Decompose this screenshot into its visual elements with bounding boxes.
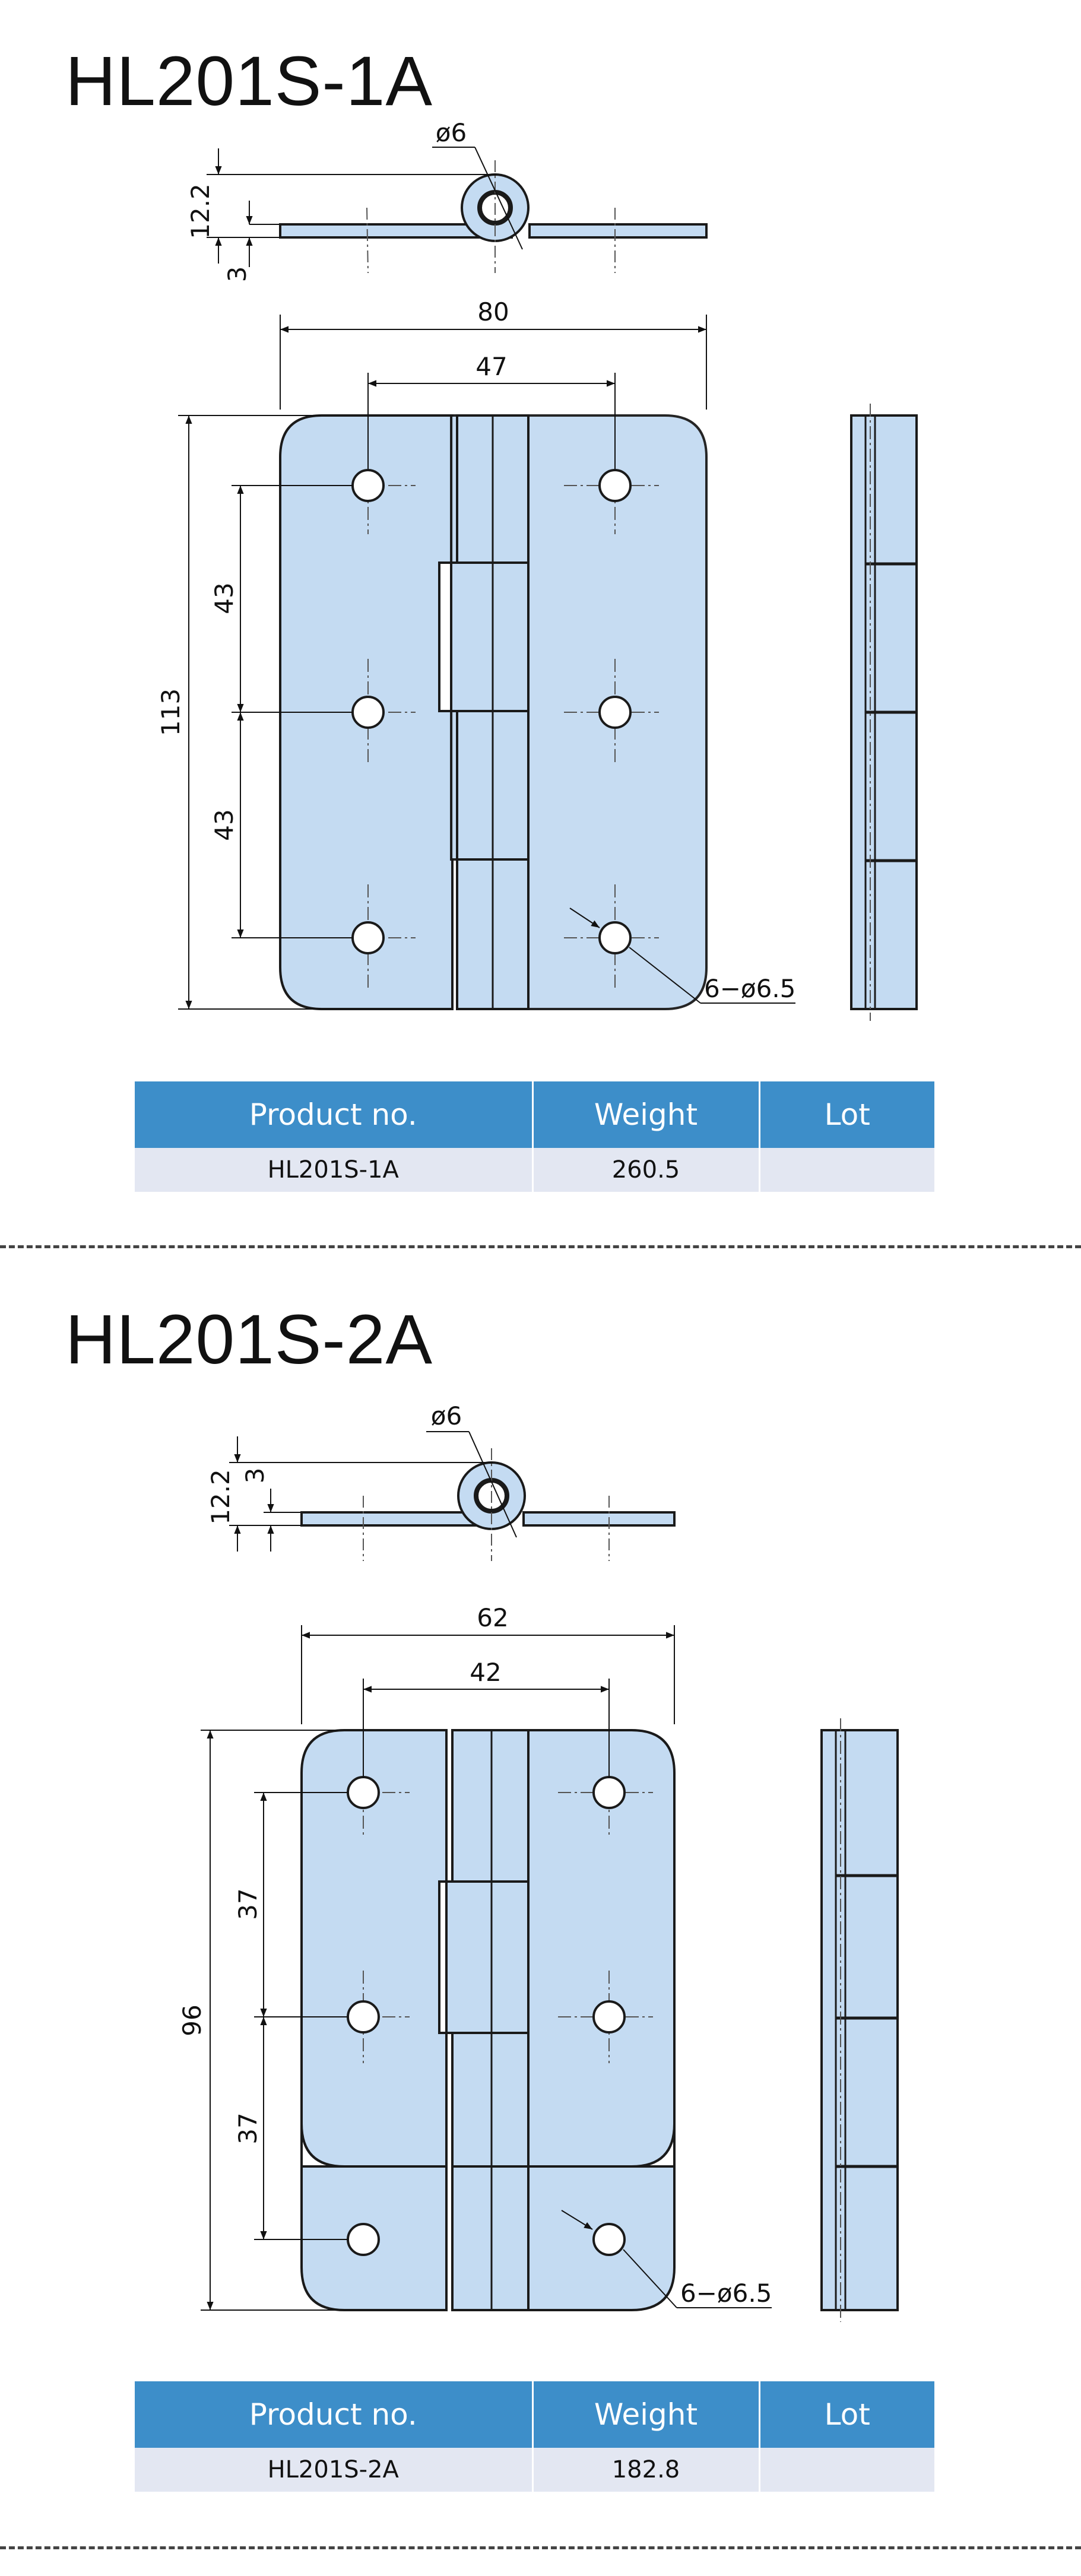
mount-hole (347, 2223, 380, 2256)
mount-hole (592, 2223, 626, 2256)
cell-product-no: HL201S-2A (135, 2448, 534, 2492)
mount-hole (598, 921, 632, 954)
table-row: HL201S-2A 182.8 (135, 2448, 934, 2492)
cell-weight: 182.8 (532, 2448, 760, 2492)
front-view: 62 42 96 37 37 6−ø6.5 (177, 1603, 772, 2311)
mount-hole (351, 469, 385, 502)
spec-table: Product no. Weight Lot HL201S-1A 260.5 (135, 1081, 934, 1192)
dim-hole-pitch-lower: 43 (210, 809, 239, 840)
product-title: HL201S-2A (65, 1300, 433, 1379)
dim-leaf-thickness: 3 (240, 1468, 270, 1484)
leaf-right-edge (528, 223, 708, 239)
dim-leaf-thickness: 3 (223, 267, 252, 283)
dim-overall-length: 113 (156, 689, 185, 736)
top-view: 12.2 3 ø6 (186, 118, 708, 283)
cell-product-no: HL201S-1A (135, 1148, 534, 1192)
spec-table: Product no. Weight Lot HL201S-2A 182.8 (135, 2381, 934, 2492)
dim-hole-pitch-upper: 37 (233, 1888, 262, 1920)
table-header-row: Product no. Weight Lot (135, 1081, 934, 1148)
dim-overall-width: 62 (477, 1603, 508, 1632)
header-product-no: Product no. (135, 2381, 534, 2448)
dim-height-total: 12.2 (186, 183, 215, 239)
dim-holes: 6−ø6.5 (704, 974, 795, 1003)
side-view (850, 404, 918, 1021)
dim-pin-diameter: ø6 (431, 1401, 462, 1430)
table-row: HL201S-1A 260.5 (135, 1148, 934, 1192)
section-divider (0, 1245, 1081, 1248)
hinge-drawing-1: 12.2 3 ø6 (156, 118, 918, 1021)
dim-overall-length: 96 (177, 2004, 207, 2036)
mount-hole (347, 2000, 380, 2033)
mount-hole (351, 696, 385, 729)
dim-hole-pitch-upper: 43 (210, 582, 239, 614)
header-weight: Weight (532, 2381, 760, 2448)
product-title: HL201S-1A (65, 42, 433, 120)
mount-hole (592, 2000, 626, 2033)
mount-hole (351, 921, 385, 954)
dim-overall-width: 80 (477, 297, 509, 326)
mount-hole (598, 469, 632, 502)
dim-hole-pitch-horizontal: 42 (470, 1658, 501, 1687)
mount-hole (592, 1776, 626, 1809)
cell-lot (759, 1148, 934, 1192)
header-weight: Weight (532, 1081, 760, 1148)
dim-height-total: 12.2 (206, 1469, 235, 1525)
table-header-row: Product no. Weight Lot (135, 2381, 934, 2448)
section-divider (0, 2546, 1081, 2549)
dim-holes: 6−ø6.5 (680, 2279, 772, 2308)
cell-weight: 260.5 (532, 1148, 760, 1192)
header-lot: Lot (759, 1081, 934, 1148)
mount-hole (598, 696, 632, 729)
dim-hole-pitch-horizontal: 47 (475, 352, 507, 381)
side-view (820, 1718, 899, 2322)
front-view: 80 47 113 43 43 6−ø6.5 (156, 297, 795, 1010)
hinge-drawing-2: 12.2 3 ø6 (177, 1401, 899, 2322)
cell-lot (759, 2448, 934, 2492)
header-product-no: Product no. (135, 1081, 534, 1148)
mount-hole (347, 1776, 380, 1809)
dim-pin-diameter: ø6 (436, 118, 467, 147)
top-view: 12.2 3 ø6 (206, 1401, 676, 1561)
header-lot: Lot (759, 2381, 934, 2448)
dim-hole-pitch-lower: 37 (233, 2112, 262, 2144)
